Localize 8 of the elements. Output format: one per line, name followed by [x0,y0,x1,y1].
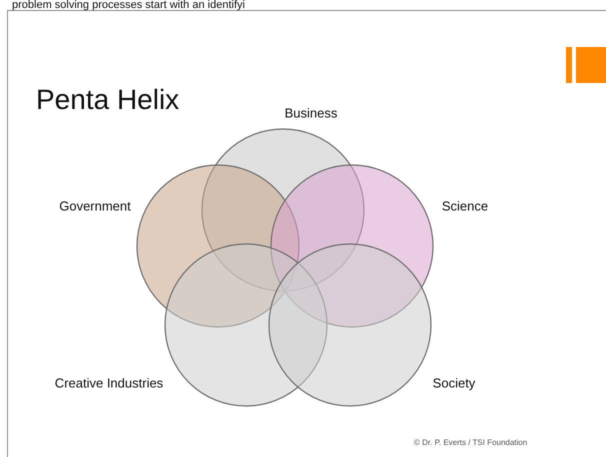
sector-label: Government [59,198,131,214]
slide-title: Penta Helix [36,84,180,116]
sector-label: Science [442,198,488,214]
sector-label: Creative Industries [54,376,164,390]
sector-label: Society [432,376,476,390]
cut-off-text: problem solving processes start with an identifyi [12,0,245,11]
copyright-note: © Dr. P. Everts / TSI Foundation [414,439,528,447]
sector-label: Business [284,106,338,120]
